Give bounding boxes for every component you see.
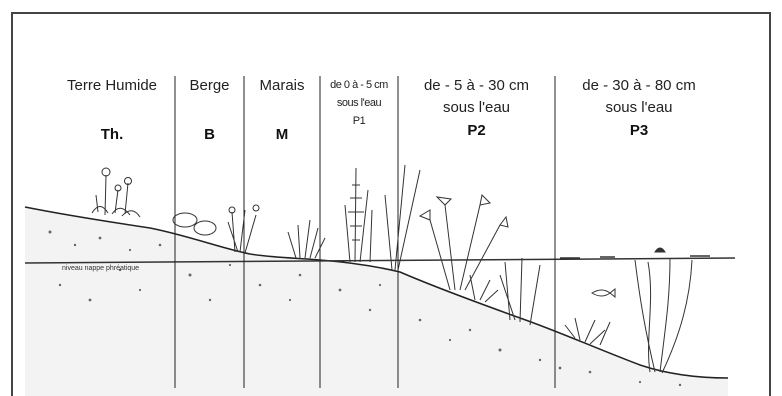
- soil-body: [25, 207, 728, 396]
- zone-code-b: B: [175, 126, 244, 143]
- plants-marais: [288, 220, 325, 258]
- zone-code-th: Th.: [53, 126, 171, 143]
- zone-label-marais: Marais: [244, 76, 320, 95]
- water-table-label: niveau nappe phréatique: [62, 265, 139, 272]
- zone-label-p2-line2: sous l'eau: [398, 98, 555, 117]
- zone-code-p1: P1: [320, 114, 398, 128]
- zone-label-berge: Berge: [175, 76, 244, 95]
- zone-code-m: M: [244, 126, 320, 143]
- plants-p1: [345, 168, 372, 262]
- zone-label-p1-line2: sous l'eau: [320, 96, 398, 110]
- zone-code-p3: P3: [555, 122, 723, 139]
- zone-label-p3-line1: de - 30 à - 80 cm: [555, 76, 723, 95]
- zone-label-p3-line2: sous l'eau: [555, 98, 723, 117]
- plants-terre-humide: [92, 168, 140, 217]
- zone-code-p2: P2: [398, 122, 555, 139]
- zone-label-p2-line1: de - 5 à - 30 cm: [398, 76, 555, 95]
- zone-label-p1-line1: de 0 à - 5 cm: [320, 78, 398, 92]
- zone-label-terre-humide: Terre Humide: [53, 76, 171, 95]
- fish: [592, 289, 615, 297]
